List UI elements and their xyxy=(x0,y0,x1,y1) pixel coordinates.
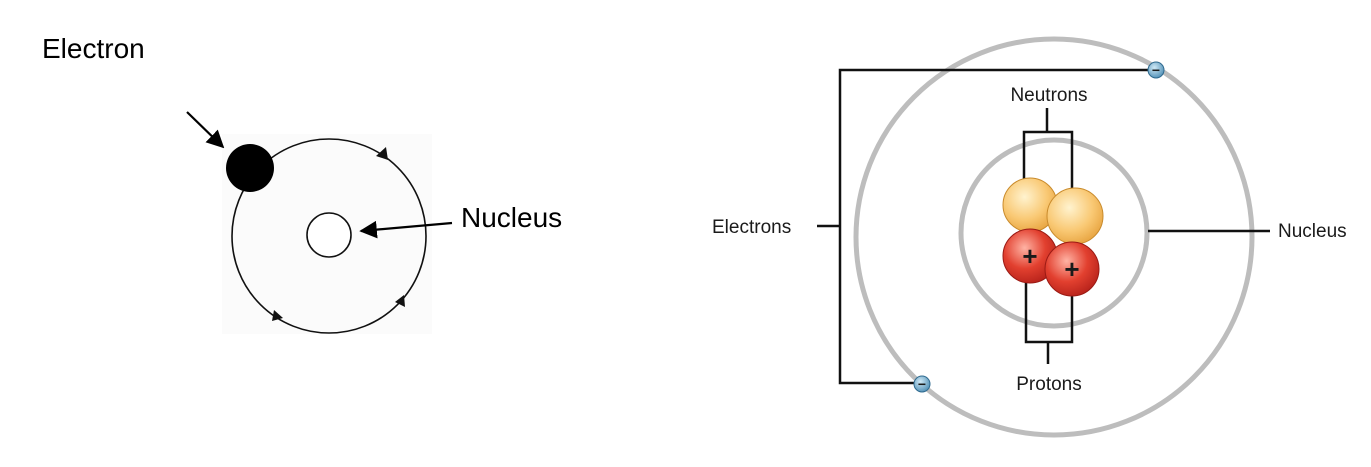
proton-plus-sign: + xyxy=(1022,241,1037,271)
neutron xyxy=(1046,187,1104,245)
nucleus-pointer-arrow xyxy=(359,220,453,239)
neutrons-label: Neutrons xyxy=(1010,85,1087,106)
protons-label: Protons xyxy=(1016,374,1081,395)
electron-pointer-arrow xyxy=(186,111,225,149)
electron-dot xyxy=(226,144,274,192)
nucleus-circle xyxy=(306,212,352,258)
electron-top: − xyxy=(1147,61,1165,79)
orbit-direction-arrow xyxy=(376,147,388,160)
proton-plus-sign: + xyxy=(1064,254,1079,284)
orbit-direction-arrow xyxy=(395,295,405,307)
electron-label: Electron xyxy=(42,33,145,64)
proton xyxy=(1044,241,1100,297)
atom-model-right: + + − − Electrons Neutrons Nucleus Proto… xyxy=(712,36,1347,438)
electron-minus-sign: − xyxy=(1152,62,1160,78)
electron-minus-sign: − xyxy=(918,376,926,392)
nucleus-label-right: Nucleus xyxy=(1278,221,1347,242)
bohr-model-left: Electron Nucleus xyxy=(42,33,562,334)
electrons-label: Electrons xyxy=(712,217,791,238)
orbit-direction-arrow xyxy=(272,310,283,321)
electron-orbit xyxy=(231,138,427,334)
electron-bottom: − xyxy=(913,375,931,393)
nucleus-label-left: Nucleus xyxy=(461,202,562,233)
inner-shell xyxy=(958,137,1150,329)
electrons-bracket xyxy=(838,68,1153,385)
outer-shell xyxy=(853,36,1255,438)
neutrons-bracket xyxy=(1022,130,1074,212)
